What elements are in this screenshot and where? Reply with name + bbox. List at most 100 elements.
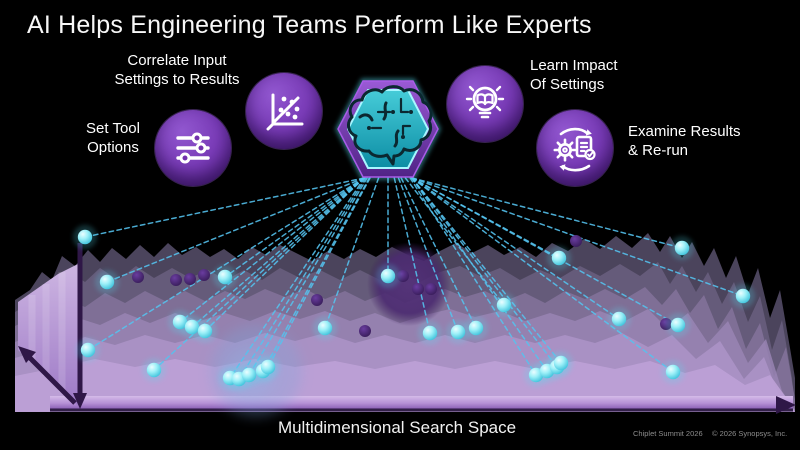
gear-teeth xyxy=(553,138,577,162)
slider-knob xyxy=(179,152,191,164)
scatter-dot xyxy=(285,111,291,117)
footer-copyright: © 2026 Synopsys, Inc. xyxy=(712,429,788,438)
node-examine-results xyxy=(537,110,613,186)
circuit-node xyxy=(391,110,395,114)
brain-circuits xyxy=(370,97,412,136)
circuit-node xyxy=(401,135,405,139)
landscape-front-band xyxy=(50,396,793,409)
search-ray xyxy=(224,177,365,278)
label-line: & Re-run xyxy=(628,141,689,159)
scatter-dot xyxy=(281,96,287,102)
search-ray xyxy=(411,177,620,320)
sample-point-cyan xyxy=(735,288,751,304)
ai-brain-icon xyxy=(347,85,433,166)
bulb-rays xyxy=(465,85,505,112)
search-ray xyxy=(411,177,562,364)
search-ray xyxy=(409,177,537,376)
label-learn-impact: Learn Impact Of Settings xyxy=(530,57,618,94)
hexagon-inner xyxy=(346,89,430,169)
search-ray xyxy=(262,177,370,372)
search-ray xyxy=(204,177,365,332)
search-ray xyxy=(400,177,477,329)
horizontal-axis-arrowhead xyxy=(776,396,796,414)
search-ray xyxy=(397,177,459,333)
sample-point-purple xyxy=(570,235,582,247)
rerun-arrowhead xyxy=(559,164,566,171)
sample-point-cyan xyxy=(450,324,466,340)
sample-point-cyan xyxy=(468,320,484,336)
vertical-axis-arrowhead xyxy=(73,393,87,409)
search-ray xyxy=(411,177,558,368)
sample-point-purple xyxy=(170,274,182,286)
label-line: Examine Results xyxy=(628,123,741,140)
search-ray xyxy=(248,177,368,376)
document xyxy=(575,135,593,158)
search-rays xyxy=(84,177,744,380)
sample-point-cyan xyxy=(551,250,567,266)
search-ray xyxy=(238,177,367,380)
search-ray xyxy=(229,177,366,379)
sample-point-cyan xyxy=(553,355,569,371)
landscape-left-face xyxy=(18,264,78,406)
circuit-node xyxy=(409,110,413,114)
open-book xyxy=(476,93,494,106)
lightbulb-learn-icon xyxy=(465,85,505,119)
sample-point-cyan xyxy=(611,311,627,327)
search-ray xyxy=(411,177,548,372)
label-set-tool-options: Set Tool Options xyxy=(50,120,176,157)
sample-point-purple xyxy=(132,271,144,283)
sample-point-cyan xyxy=(77,229,93,245)
sample-point-cyan xyxy=(674,240,690,256)
gear-doc-group xyxy=(553,127,596,172)
diagonal-axis-arrowhead xyxy=(18,346,36,363)
scatter-plot-icon xyxy=(266,93,304,131)
circuit-node xyxy=(367,126,371,130)
node-correlate-input xyxy=(246,73,322,149)
search-ray xyxy=(411,177,679,326)
sample-point-cyan xyxy=(670,317,686,333)
sample-point-cyan xyxy=(260,359,276,375)
node-set-tool-options xyxy=(155,110,231,186)
sample-point-cyan xyxy=(80,342,96,358)
gear-hole xyxy=(562,147,568,153)
landscape-bottom-edge xyxy=(50,408,793,412)
sample-point-purple xyxy=(425,283,437,295)
sample-point-cyan xyxy=(496,297,512,313)
scatter-dot xyxy=(292,114,298,120)
search-ray xyxy=(393,177,431,334)
scatter-dot xyxy=(294,106,300,112)
sample-point-cyan xyxy=(528,367,544,383)
slider-knobs xyxy=(179,132,207,164)
circuit-line xyxy=(399,97,410,114)
search-ray xyxy=(411,177,683,249)
bulb-outline xyxy=(472,86,498,112)
sample-point-cyan xyxy=(197,323,213,339)
scatter-dots xyxy=(278,96,300,120)
search-ray xyxy=(324,177,380,329)
slider-knob xyxy=(191,132,203,144)
brain-outline xyxy=(347,85,433,166)
label-line: Correlate Input xyxy=(127,52,227,69)
bulb-ray xyxy=(495,85,502,92)
search-space-caption: Multidimensional Search Space xyxy=(277,418,517,437)
search-ray xyxy=(267,177,371,368)
label-correlate-input: Correlate Input Settings to Results xyxy=(86,52,268,89)
sample-point-cyan xyxy=(217,269,233,285)
search-ray xyxy=(411,177,674,373)
footer-event: Chiplet Summit 2026 xyxy=(633,429,703,438)
page-title: AI Helps Engineering Teams Perform Like … xyxy=(27,11,592,39)
bulb-ray xyxy=(468,105,475,112)
check-mark xyxy=(587,151,594,158)
bulb-ray xyxy=(468,85,475,92)
sample-point-purple xyxy=(311,294,323,306)
brain-fissure xyxy=(358,113,374,122)
gear-body xyxy=(557,142,572,157)
gear-rerun-icon xyxy=(553,127,596,172)
sample-point-cyan xyxy=(665,364,681,380)
sample-point-cyan xyxy=(241,367,257,383)
sample-point-purple xyxy=(412,283,424,295)
search-ray xyxy=(106,177,365,283)
search-ray xyxy=(404,177,505,306)
label-line: Of Settings xyxy=(530,75,605,93)
